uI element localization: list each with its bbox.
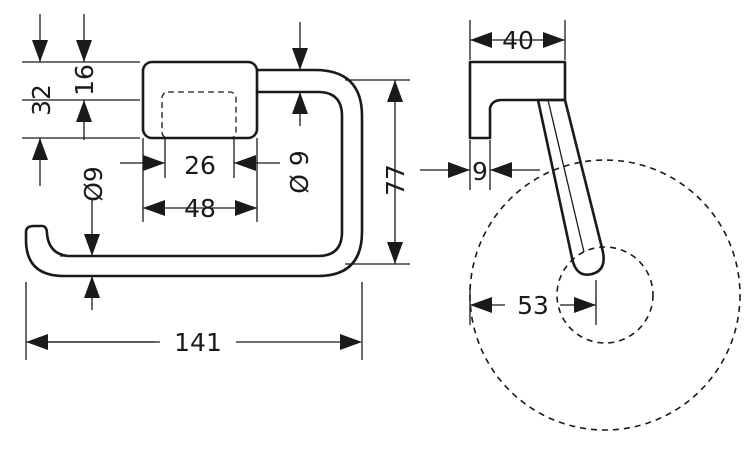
- holder-arm-outer: [24, 68, 364, 278]
- dim-total-length-label: 141: [174, 328, 222, 357]
- dim-block-height-label: 16: [70, 64, 99, 96]
- dim-rod-diameter-right-label: Ø 9: [285, 150, 314, 194]
- wall-mount-block: [141, 60, 259, 140]
- dim-arm-height-label: 77: [381, 164, 410, 196]
- dim-inner-width-label: 26: [184, 151, 216, 180]
- dim-depth-label: 40: [502, 26, 534, 55]
- paper-roll-outer: [469, 159, 741, 431]
- dim-outer-width-label: 48: [184, 194, 216, 223]
- wall-mount-inner-slot: [161, 91, 237, 139]
- side-view: 40 9 53: [420, 20, 741, 431]
- dim-rod-diameter-left-label: Ø9: [79, 166, 108, 202]
- front-view: 141 77 26 48 32: [22, 14, 410, 360]
- paper-roll-core: [556, 246, 654, 344]
- dim-offset-label: 53: [517, 291, 549, 320]
- side-mount-bracket: [468, 60, 567, 140]
- dim-total-height-label: 32: [27, 84, 56, 116]
- side-holder-rod: [536, 98, 605, 276]
- dim-rod-label: 9: [472, 157, 488, 186]
